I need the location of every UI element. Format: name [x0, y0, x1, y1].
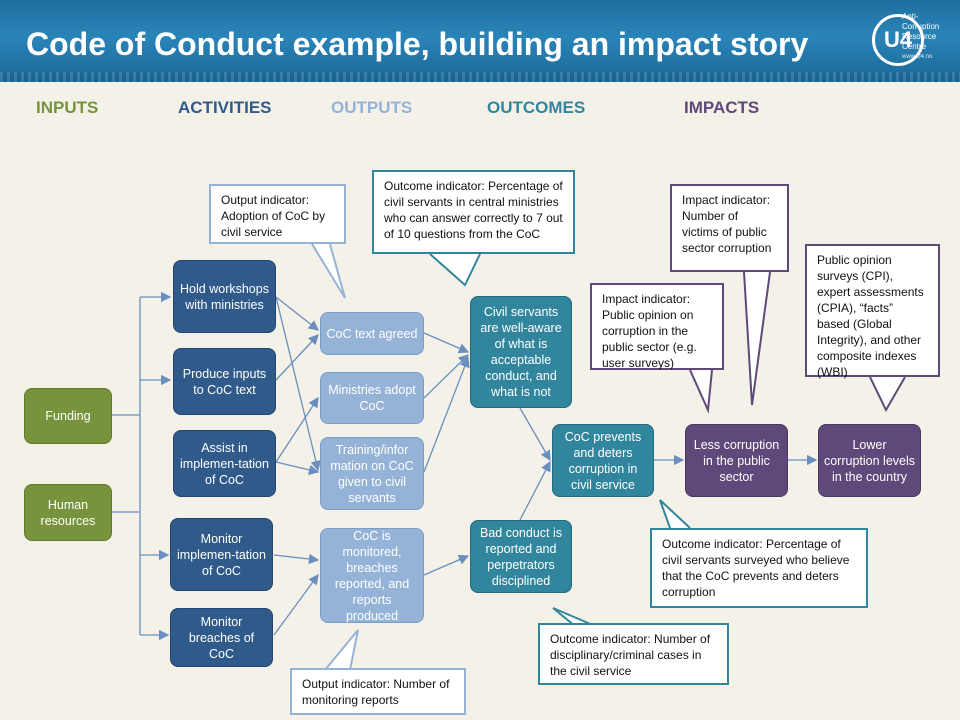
stage-impacts: IMPACTS — [684, 98, 760, 117]
outcome-prevents: CoC prevents and deters corruption in ci… — [552, 424, 654, 497]
input-human-resources: Human resources — [24, 484, 112, 541]
output-monitored: CoC is monitored, breaches reported, and… — [320, 528, 424, 623]
activity-produce-inputs: Produce inputs to CoC text — [173, 348, 276, 415]
callout-outcome-cases: Outcome indicator: Number of disciplinar… — [538, 623, 729, 685]
logo-line: Resource — [902, 32, 937, 41]
u4-logo-mark: U4 — [872, 14, 924, 66]
callout-output-adoption: Output indicator: Adoption of CoC by civ… — [209, 184, 346, 244]
stage-inputs: INPUTS — [36, 98, 99, 117]
arrow-aware-to-prevents — [519, 407, 551, 462]
callout-tail-impact-victims — [743, 271, 771, 406]
arrow-inputs-to-text — [275, 334, 319, 381]
callout-tail-output-adoption — [311, 243, 346, 299]
arrow-workshops-to-training — [275, 296, 321, 472]
outcome-bad-conduct: Bad conduct is reported and perpetrators… — [470, 520, 572, 593]
logo-line: Corruption — [902, 22, 940, 31]
u4-logo-text: Anti- Corruption Resource Centre www.U4.… — [902, 12, 960, 62]
activity-assist-implementation: Assist in implemen-tation of CoC — [173, 430, 276, 497]
callout-outcome-believe: Outcome indicator: Percentage of civil s… — [650, 528, 868, 608]
output-coc-text-agreed: CoC text agreed — [320, 312, 424, 355]
impact-less-corruption: Less corruption in the public sector — [685, 424, 788, 497]
arrow-monitor-to-monitored — [273, 553, 320, 565]
stage-outputs: OUTPUTS — [331, 98, 413, 117]
arrow-workshops-to-text — [275, 296, 320, 331]
slide-header — [0, 0, 960, 82]
arrow-monitored-to-bad-conduct — [423, 554, 470, 576]
stage-outcomes: OUTCOMES — [487, 98, 586, 117]
logo-line: Anti- — [902, 12, 919, 21]
arrow-training-to-aware — [423, 356, 470, 473]
u4-logo: U4 Anti- Corruption Resource Centre www.… — [872, 12, 956, 72]
input-funding: Funding — [24, 388, 112, 444]
callout-tail-output-reports — [324, 629, 359, 671]
stage-activities: ACTIVITIES — [178, 98, 272, 117]
callout-outcome-questions: Outcome indicator: Percentage of civil s… — [372, 170, 575, 254]
activity-monitor-breaches: Monitor breaches of CoC — [170, 608, 273, 667]
impact-lower-levels: Lower corruption levels in the country — [818, 424, 921, 497]
callout-tail-outcome-believe — [659, 499, 691, 529]
arrow-bad-conduct-to-prevents — [519, 460, 551, 521]
arrow-assist-to-adopt — [275, 396, 319, 463]
callout-tail-impact-opinion — [689, 369, 713, 414]
callout-output-reports: Output indicator: Number of monitoring r… — [290, 668, 466, 715]
arrow-breaches-to-monitored — [273, 573, 319, 636]
callout-impact-victims: Impact indicator: Number of victims of p… — [670, 184, 789, 272]
arrow-text-to-aware — [423, 332, 470, 354]
output-training: Training/infor mation on CoC given to ci… — [320, 437, 424, 510]
output-ministries-adopt: Ministries adopt CoC — [320, 372, 424, 424]
activity-hold-workshops: Hold workshops with ministries — [173, 260, 276, 333]
callout-tail-public-opinion — [869, 376, 906, 413]
callout-tail-outcome-questions — [429, 253, 481, 287]
callout-public-opinion-surveys: Public opinion surveys (CPI), expert ass… — [805, 244, 940, 379]
arrow-assist-to-training — [275, 461, 320, 475]
callout-impact-public-opinion: Impact indicator: Public opinion on corr… — [590, 283, 724, 370]
slide-title: Code of Conduct example, building an imp… — [26, 26, 809, 62]
callout-tail-outcome-cases — [552, 607, 596, 627]
logo-line: Centre — [902, 42, 927, 51]
outcome-well-aware: Civil servants are well-aware of what is… — [470, 296, 572, 408]
activity-monitor-implementation: Monitor implemen-tation of CoC — [170, 518, 273, 591]
logo-url: www.U4.no — [902, 54, 933, 60]
